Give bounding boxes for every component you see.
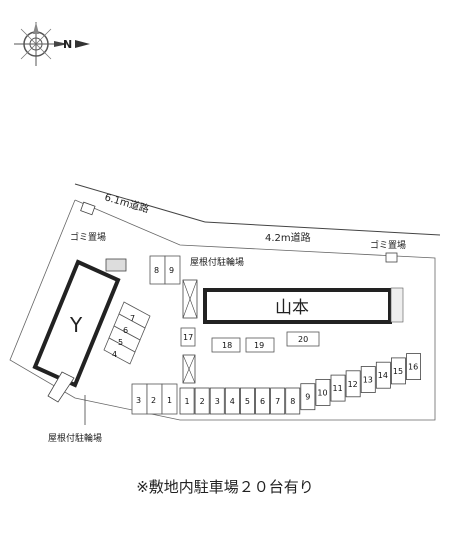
garbage-box-east: [385, 252, 398, 263]
parking-space-20: 20: [298, 335, 308, 344]
parking-south-space-box: [330, 374, 346, 402]
garbage-label-east: ゴミ置場: [370, 239, 406, 251]
parking-space-20-box: [286, 331, 320, 347]
parking-bottom-left-row: [131, 383, 178, 415]
bike-parking-bottom-shed: [47, 371, 75, 403]
parking-south-space-4: 4: [230, 397, 235, 406]
compass-rose-icon: [14, 22, 68, 66]
parking-south-space-box: [239, 387, 255, 415]
stair-icon: [105, 258, 127, 272]
parking-space-8: 8: [154, 266, 159, 275]
parking-space-19-box: [245, 337, 275, 353]
bike-parking-top-label: 屋根付駐輪場: [190, 256, 244, 268]
parking-south-space-15: 15: [393, 367, 403, 376]
parking-south-space-box: [285, 387, 301, 415]
stair-icon: [390, 287, 404, 323]
parking-south-space-7: 7: [275, 397, 280, 406]
parking-space-18-box: [211, 337, 241, 353]
bike-parking-mid-cross-b: [182, 354, 196, 384]
bike-parking-bottom-label: 屋根付駐輪場: [48, 432, 102, 444]
parking-space-17-box: [180, 327, 196, 347]
parking-south-space-box: [209, 387, 225, 415]
parking-south-space-box: [300, 383, 316, 411]
road-west-label: 6.1m道路: [103, 190, 150, 215]
parking-south-space-box: [315, 378, 331, 406]
parking-south-space-box: [345, 370, 361, 398]
garbage-label-west: ゴミ置場: [70, 231, 106, 243]
garbage-box-west: [80, 201, 96, 216]
site-boundary: [9, 199, 436, 421]
parking-south-space-1: 1: [185, 397, 190, 406]
parking-south-space-12: 12: [348, 380, 358, 389]
road-north-edge: [204, 221, 441, 236]
parking-south-space-6: 6: [260, 397, 265, 406]
parking-south-space-10: 10: [317, 388, 327, 397]
parking-south-space-box: [255, 387, 271, 415]
parking-south-space-14: 14: [378, 371, 388, 380]
parking-south-space-11: 11: [333, 384, 343, 393]
building-yamamoto-label-bg: [270, 294, 320, 318]
parking-south-space-box: [406, 353, 422, 381]
parking-south-space-box: [360, 366, 376, 393]
parking-space-1: 1: [167, 396, 172, 405]
parking-south-space-box: [270, 387, 286, 415]
parking-top-pair: [149, 255, 181, 285]
parking-south-space-box: [375, 361, 391, 389]
building-y-label: Y: [69, 313, 83, 337]
compass-direction-label: N: [63, 38, 72, 51]
parking-south-space-8: 8: [290, 397, 295, 406]
parking-space-5: 5: [118, 338, 123, 347]
building-yamamoto-label: 山本: [275, 298, 309, 318]
parking-left-column: [103, 301, 151, 365]
parking-space-17: 17: [183, 333, 193, 342]
parking-space-6: 6: [123, 326, 128, 335]
parking-south-space-box: [390, 357, 406, 385]
parking-space-9: 9: [169, 266, 174, 275]
parking-south-space-9: 9: [305, 393, 310, 402]
parking-south-space-16: 16: [408, 363, 418, 372]
parking-south-space-5: 5: [245, 397, 250, 406]
parking-south-space-box: [224, 387, 240, 415]
parking-space-7: 7: [130, 314, 135, 323]
parking-south-space-box: [194, 387, 210, 415]
building-y: [32, 259, 121, 388]
parking-space-3: 3: [136, 396, 141, 405]
parking-space-4: 4: [112, 350, 117, 359]
parking-south-space-13: 13: [363, 376, 373, 385]
parking-south-space-3: 3: [215, 397, 220, 406]
parking-space-18: 18: [222, 341, 232, 350]
parking-south-space-2: 2: [200, 397, 205, 406]
parking-south-space-box: [179, 387, 195, 415]
north-arrow-icon: [75, 40, 90, 48]
bike-parking-top-cross-b: [182, 279, 198, 319]
road-north-label: 4.2m道路: [265, 231, 311, 244]
parking-space-2: 2: [151, 396, 156, 405]
footer-note: ※敷地内駐車場２０台有り: [136, 478, 314, 496]
road-west-edge: [74, 183, 206, 223]
parking-space-19: 19: [254, 341, 264, 350]
